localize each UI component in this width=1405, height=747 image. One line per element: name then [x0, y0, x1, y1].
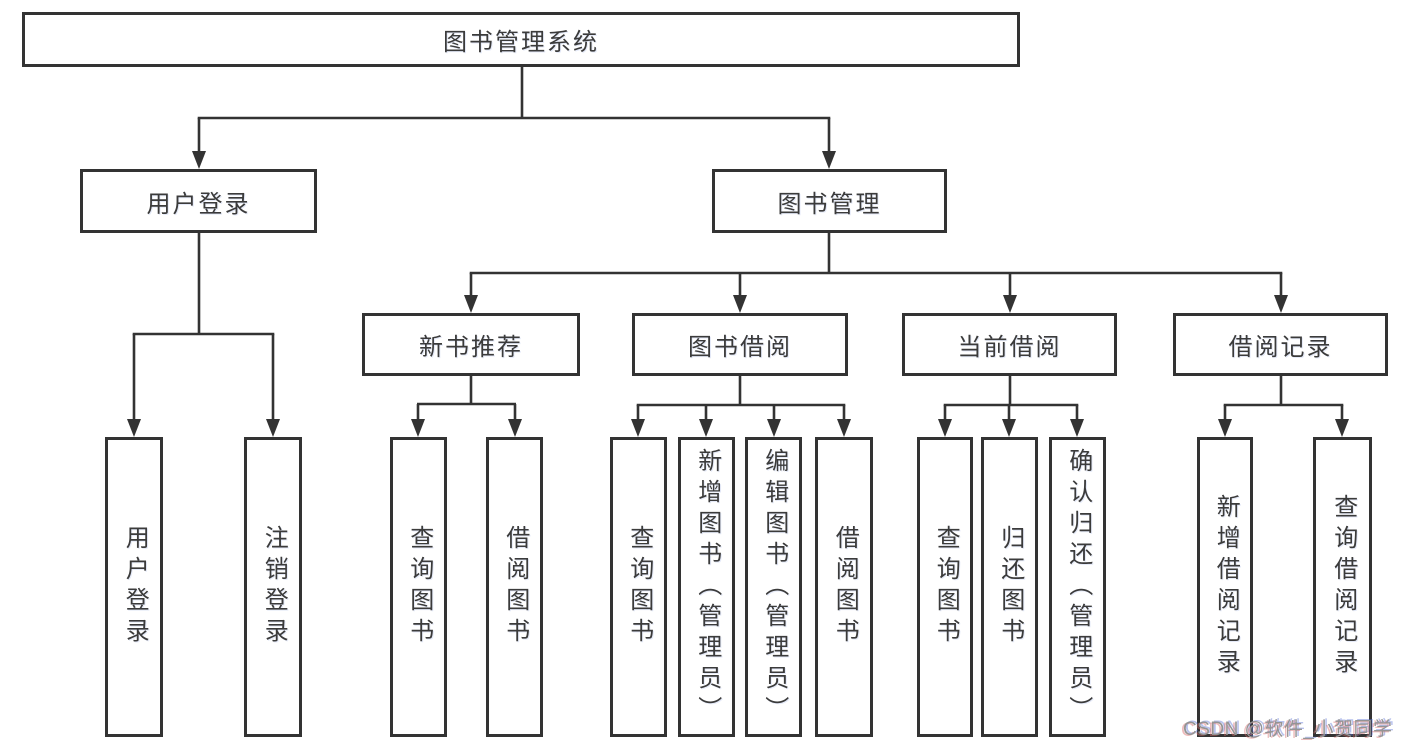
- node-current-confirm-return-admin: 确认归还（管理员）: [1049, 437, 1106, 737]
- node-current-borrow: 当前借阅: [902, 313, 1117, 376]
- node-rec-query-books: 查询图书: [390, 437, 447, 737]
- node-borrow-edit-books-admin: 编辑图书（管理员）: [745, 437, 802, 737]
- node-rec-borrow-books: 借阅图书: [486, 437, 543, 737]
- node-records-add-record: 新增借阅记录: [1197, 437, 1253, 737]
- node-borrow-query-books: 查询图书: [610, 437, 667, 737]
- node-borrow-borrow-books: 借阅图书: [815, 437, 873, 737]
- node-current-return-books: 归还图书: [981, 437, 1038, 737]
- node-borrow-records: 借阅记录: [1173, 313, 1388, 376]
- node-book-borrow: 图书借阅: [632, 313, 848, 376]
- node-new-book-recommend: 新书推荐: [362, 313, 580, 376]
- node-current-query-books: 查询图书: [917, 437, 973, 737]
- node-borrow-add-books-admin: 新增图书（管理员）: [678, 437, 735, 737]
- node-root: 图书管理系统: [22, 12, 1020, 67]
- node-book-mgmt: 图书管理: [712, 169, 947, 233]
- node-logout: 注销登录: [244, 437, 302, 737]
- node-login: 用户登录: [105, 437, 163, 737]
- node-user-login: 用户登录: [80, 169, 317, 233]
- node-records-query-record: 查询借阅记录: [1313, 437, 1372, 737]
- watermark: CSDN @软件_小贺同学: [1183, 719, 1393, 740]
